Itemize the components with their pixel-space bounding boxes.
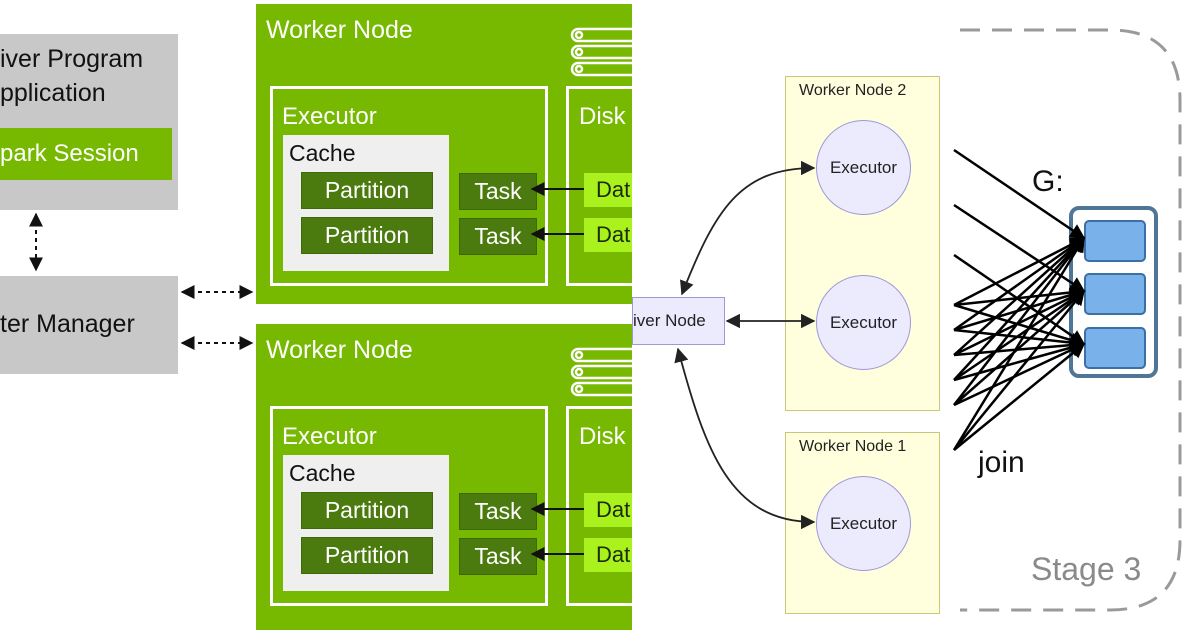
shuffle-line (953, 236, 1085, 406)
disk-title: Disk (579, 423, 626, 450)
worker-node-title: Worker Node (266, 336, 413, 364)
shuffle-line (953, 289, 1085, 451)
worker-node-2-box: Worker Node 2 Executor Executor (785, 76, 940, 411)
shuffle-line (953, 340, 1086, 382)
task-block: Task (459, 493, 537, 530)
partition-block: Partition (301, 537, 433, 574)
cache-title: Cache (289, 140, 356, 166)
executor-box: Executor Cache Partition Partition Task … (270, 86, 548, 286)
shuffle-line (953, 343, 1086, 451)
driver-program-box: iver Program pplication park Session (0, 34, 178, 210)
g-partition (1084, 273, 1146, 315)
shuffle-line (953, 342, 1086, 407)
executor-circle: Executor (816, 476, 911, 571)
data-block: Dat (584, 173, 632, 207)
executor-title: Executor (282, 103, 377, 130)
worker-node-2-title: Worker Node 2 (799, 82, 907, 99)
join-label: join (978, 446, 1025, 479)
cluster-manager-label: ter Manager (0, 310, 135, 338)
application-label: pplication (0, 79, 106, 107)
data-block: Dat (584, 538, 632, 572)
shuffle-line (953, 236, 1086, 381)
driver-executor-arrow (680, 160, 816, 296)
spark-session-box: park Session (0, 128, 172, 180)
disk-box: Disk Dat Dat (566, 406, 632, 606)
executor-box: Executor Cache Partition Partition Task … (270, 406, 548, 606)
spark-session-label: park Session (0, 140, 139, 167)
executor-circle: Executor (816, 120, 911, 215)
partition-block: Partition (301, 172, 433, 209)
storage-icon (570, 27, 632, 77)
shuffle-line (953, 148, 1086, 240)
partition-block: Partition (301, 492, 433, 529)
worker-node-top: Worker Node Executor Cache Partition Par… (256, 4, 632, 304)
shuffle-line (953, 289, 1086, 382)
left-connectors (29, 182, 584, 561)
disk-box: Disk Dat Dat (566, 86, 632, 286)
worker-node-bottom: Worker Node Executor Cache Partition Par… (256, 324, 632, 630)
shuffle-line (953, 303, 1086, 348)
shuffle-line (953, 236, 1086, 356)
partition-block: Partition (301, 217, 433, 254)
executor-title: Executor (282, 423, 377, 450)
shuffle-line (953, 203, 1086, 293)
shuffle-line (953, 253, 1086, 346)
executor-circle: Executor (816, 275, 911, 370)
task-block: Task (459, 218, 537, 255)
g-partition (1084, 327, 1146, 369)
shuffle-line (953, 236, 1086, 332)
cluster-manager-box: ter Manager (0, 276, 178, 374)
worker-node-title: Worker Node (266, 16, 413, 44)
data-block: Dat (584, 218, 632, 252)
driver-executor-arrow (674, 347, 816, 530)
spark-cluster-diagram: iver Program pplication park Session ter… (0, 4, 632, 630)
cache-title: Cache (289, 460, 356, 486)
storage-icon (570, 347, 632, 397)
driver-program-label: iver Program (0, 45, 144, 73)
data-block: Dat (584, 493, 632, 527)
driver-node-box: iver Node (632, 297, 725, 345)
driver-node-label: iver Node (633, 311, 706, 330)
cache-box: Cache Partition Partition (283, 135, 449, 271)
disk-title: Disk (579, 103, 626, 130)
shuffle-line (953, 290, 1086, 406)
g-label: G: (1032, 165, 1064, 198)
worker-node-1-title: Worker Node 1 (799, 438, 907, 455)
shuffle-line (953, 236, 1086, 307)
shuffle-line (952, 236, 1086, 451)
cache-box: Cache Partition Partition (283, 455, 449, 591)
stage-label: Stage 3 (1031, 551, 1142, 587)
stage-outline (960, 28, 1182, 612)
task-block: Task (459, 173, 537, 210)
